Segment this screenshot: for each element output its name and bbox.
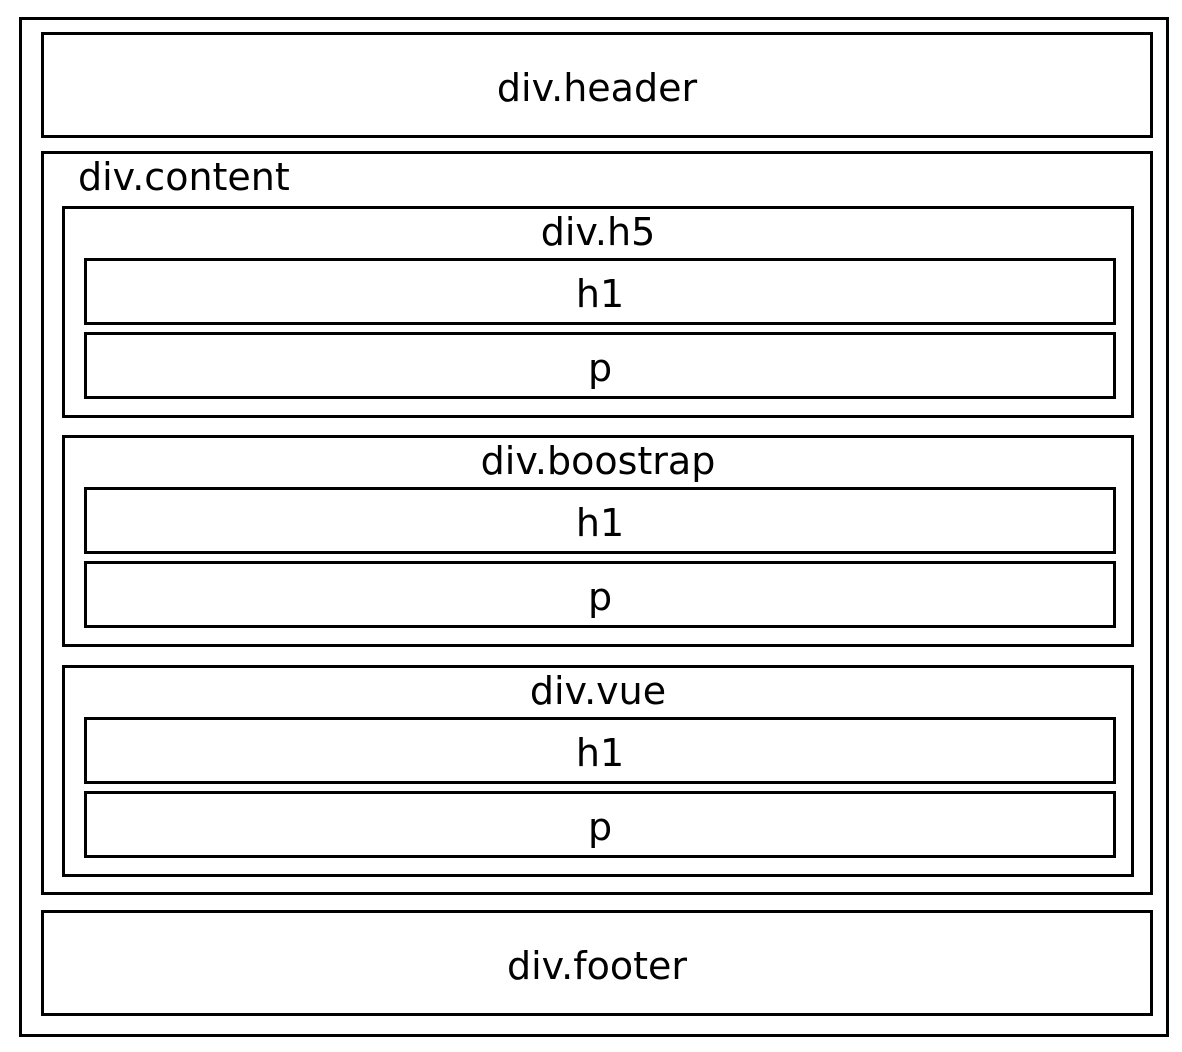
h1-box: h1	[84, 258, 1116, 325]
h1-label: h1	[575, 272, 625, 316]
p-box: p	[84, 791, 1116, 858]
section-box-vue: div.vue h1 p	[62, 665, 1134, 877]
content-label: div.content	[78, 155, 290, 199]
section-label: div.h5	[540, 210, 656, 254]
header-box: div.header	[41, 32, 1153, 138]
p-box: p	[84, 561, 1116, 628]
p-box: p	[84, 332, 1116, 399]
p-label: p	[587, 805, 613, 849]
section-label: div.boostrap	[480, 439, 716, 483]
content-box: div.content div.h5 h1 p div.boostrap h1 …	[41, 151, 1153, 895]
footer-label: div.footer	[506, 944, 688, 988]
section-box-h5: div.h5 h1 p	[62, 206, 1134, 418]
h1-box: h1	[84, 487, 1116, 554]
p-label: p	[587, 346, 613, 390]
section-label: div.vue	[529, 669, 667, 713]
h1-label: h1	[575, 731, 625, 775]
section-box-boostrap: div.boostrap h1 p	[62, 435, 1134, 647]
h1-label: h1	[575, 501, 625, 545]
p-label: p	[587, 575, 613, 619]
h1-box: h1	[84, 717, 1116, 784]
footer-box: div.footer	[41, 910, 1153, 1016]
header-label: div.header	[496, 66, 698, 110]
